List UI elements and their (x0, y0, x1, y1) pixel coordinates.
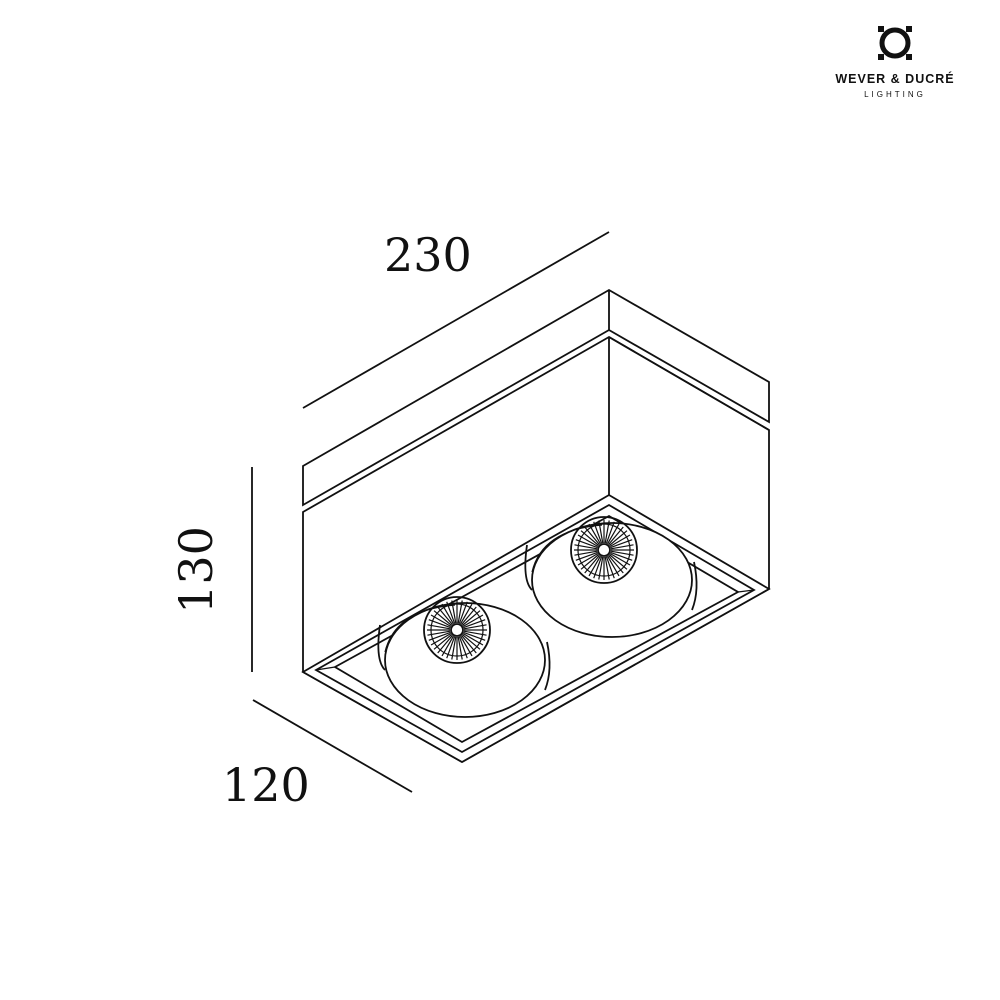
lens-ray (574, 544, 598, 550)
lens-ray (608, 526, 624, 546)
lens-ray (609, 552, 631, 566)
lens-ray (459, 603, 473, 625)
brand-subtitle: LIGHTING (864, 90, 926, 99)
lens-ray (606, 555, 620, 577)
lens-ray (457, 636, 463, 660)
lens-ray (461, 634, 481, 650)
lens-ray (610, 550, 634, 556)
lens-ray (588, 523, 602, 545)
lens-ray (604, 556, 610, 580)
lens-ray (577, 534, 599, 548)
lens-ray (574, 550, 598, 556)
lens-ray (598, 556, 604, 580)
lens-ray (433, 634, 453, 650)
mounting-cap (302, 288, 770, 507)
lens-left (423, 596, 491, 664)
height-label: 130 (169, 526, 223, 614)
lens-ray (588, 555, 602, 577)
lens-ray (446, 601, 456, 624)
lens-ray (575, 539, 598, 549)
lens-ray (446, 636, 456, 659)
lens-ray (610, 551, 633, 561)
lens-ray (604, 520, 610, 544)
lens-ray (441, 603, 455, 625)
lens-ray (451, 636, 457, 660)
lens-ray (428, 631, 451, 641)
lens-ray (580, 554, 600, 570)
depth-label: 120 (222, 758, 310, 812)
spotlight-left (377, 596, 551, 718)
lens-ray (609, 534, 631, 548)
length-label: 230 (384, 228, 472, 282)
lens-ray (610, 539, 633, 549)
lens-ray (428, 619, 451, 629)
lens-ray (437, 606, 453, 626)
lens-ray (463, 624, 487, 630)
lens-ray (608, 554, 628, 570)
lens-ray (458, 636, 468, 659)
lens-ray (427, 624, 451, 630)
lens-ray (605, 556, 615, 579)
lens-ray (461, 610, 481, 626)
lens-ray (598, 520, 604, 544)
lens-ray (463, 631, 486, 641)
wever-ducre-logo-icon (878, 26, 912, 60)
lens-ray (462, 632, 484, 646)
lens-ray (430, 614, 452, 628)
lens-ray (593, 556, 603, 579)
lens-ray (458, 601, 468, 624)
lens-ray (433, 610, 453, 626)
lens-ray (463, 619, 486, 629)
lens-ray (457, 600, 463, 624)
brand-logo: WEVER & DUCRÉ LIGHTING (820, 18, 970, 108)
lens-ray (441, 635, 455, 657)
lens-ray (584, 554, 600, 574)
brand-name: WEVER & DUCRÉ (835, 72, 955, 86)
depth-dimension-line (252, 699, 413, 793)
lens-ray (430, 632, 452, 646)
lens-ray (451, 600, 457, 624)
lens-ray (584, 526, 600, 546)
lens-ray (580, 530, 600, 546)
spotlight-right (524, 516, 698, 638)
lens-ray (606, 523, 620, 545)
lens-ray (577, 552, 599, 566)
lens-ray (610, 544, 634, 550)
lens-ray (593, 521, 603, 544)
lens-ray (437, 634, 453, 654)
lens-ray (608, 554, 624, 574)
lens-ray (463, 630, 487, 636)
lens-right (570, 516, 638, 584)
length-dimension-line (302, 231, 610, 409)
lens-ray (459, 635, 473, 657)
lens-ray (605, 521, 615, 544)
lens-ray (608, 530, 628, 546)
lens-ray (427, 630, 451, 636)
lens-ray (462, 614, 484, 628)
lens-ray (575, 551, 598, 561)
lens-ray (461, 634, 477, 654)
lens-ray (461, 606, 477, 626)
